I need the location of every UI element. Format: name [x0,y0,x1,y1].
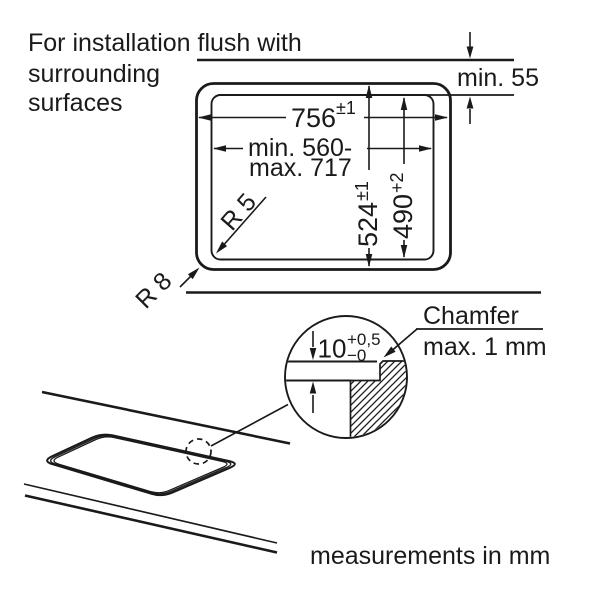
outer-width-arrow-left [198,114,211,121]
cutout-height-tolerance: +2 [387,172,407,193]
depth-tolerance-lower: −0 [347,346,366,365]
cutout-width-label-min: min. 560- [248,134,352,162]
units-note: measurements in mm [310,542,550,570]
chamfer-leader-diagonal [391,328,418,352]
outer-height-label: 524 [353,202,383,247]
cutout-width-dimension: min. 560- max. 717 [213,130,432,182]
outer-radius-callout: R 8 [130,267,200,314]
depth-arrow-top-head [309,348,317,360]
cutout-height-dimension: 490 +2 [387,97,418,258]
cutout-width-label-max: max. 717 [249,154,352,182]
cutout-radius-arrow-head [216,241,228,254]
recess-outline [195,82,452,271]
cutout-width-label-bg [243,130,367,179]
detail-leader-line [210,403,289,447]
worktop-perspective-view [23,390,291,554]
worktop-front-edge-top [23,483,278,544]
outer-height-tolerance: ±1 [352,181,372,201]
depth-tolerance-upper: +0,5 [347,330,381,349]
hob-outline-middle [49,435,232,495]
outer-width-tolerance: ±1 [336,98,356,118]
outer-radius-arrow-head [187,267,200,280]
outer-width-label-bg [286,101,364,129]
detail-view: 10 +0,5 −0 [284,315,408,439]
outer-height-arrow-top [365,85,373,98]
cutout-outline [210,94,435,261]
cutout-height-label-bg [389,164,415,240]
cutout-height-label: 490 [388,194,418,239]
outer-width-label: 756 [291,103,336,133]
note-line2: surrounding [28,60,160,88]
outer-radius-label: R 8 [130,267,177,314]
hob-outline-inner [53,436,228,494]
depth-arrow-bottom-head [309,381,317,394]
cutout-radius-label: R 5 [215,188,262,236]
cutout-width-arrow-right [419,145,432,152]
note-line1: For installation flush with [28,29,302,57]
outer-width-dimension: 756 ±1 [198,98,448,133]
worktop-section-hatch [349,360,406,437]
outer-width-arrow-right [435,114,448,121]
worktop-back-edge [41,390,291,445]
clearance-dimension: min. 55 [425,32,539,124]
outer-height-arrow-bottom [365,254,373,267]
chamfer-arrow-head [383,346,396,358]
outer-height-label-bg [354,170,382,248]
cutout-height-arrow-top [400,97,408,110]
cutout-radius-leader [220,196,267,249]
depth-label: 10 [318,334,347,364]
cutout-height-arrow-bottom [400,245,408,258]
detail-circle [284,315,408,439]
hob-outline-outer [46,433,236,497]
cutout-radius-callout: R 5 [215,188,267,254]
chamfer-label-line1: Chamfer [423,302,519,330]
outer-height-dimension: 524 ±1 [352,85,383,267]
worktop-front-edge-bottom [24,494,278,554]
cutout-width-arrow-left [213,145,226,152]
detail-marker-circle [185,438,212,465]
note-line3: surfaces [28,89,122,117]
chamfer-label-line2: max. 1 mm [423,333,547,361]
clearance-arrow-bottom-head [466,96,474,109]
clearance-arrow-top-head [466,46,474,59]
chamfer-callout: Chamfer max. 1 mm [383,302,547,361]
clearance-label: min. 55 [457,64,539,92]
